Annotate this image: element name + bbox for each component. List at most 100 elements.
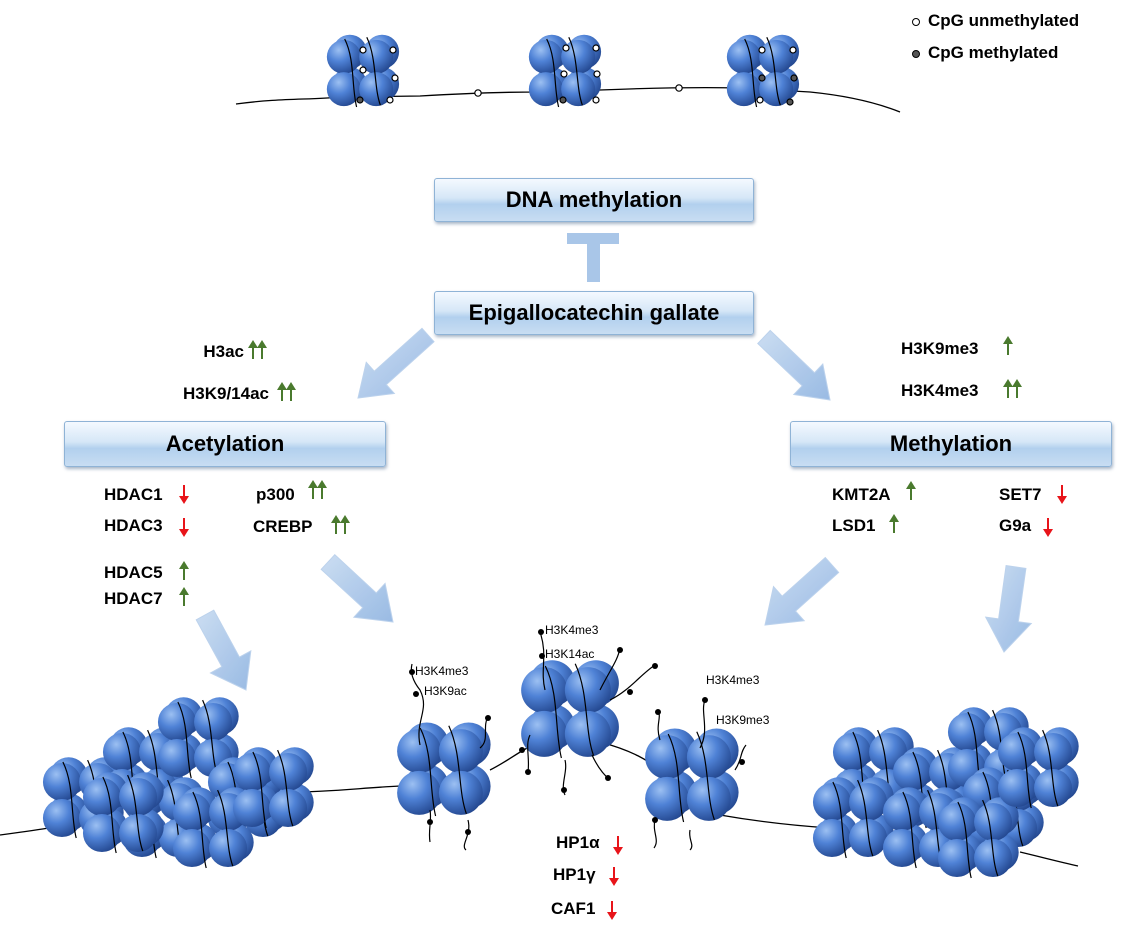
cpg-unmethylated-dot xyxy=(386,96,394,104)
down-arrow-head xyxy=(607,912,617,920)
histone-ball xyxy=(438,729,483,774)
dna-wrap xyxy=(902,791,917,869)
histone-tail xyxy=(539,631,546,691)
histone-ball xyxy=(947,712,986,751)
down-arrow-shaft xyxy=(183,518,185,530)
enzyme-hdac7: HDAC7 xyxy=(104,589,163,608)
level-indicators xyxy=(179,336,1067,920)
up-arrow-head xyxy=(331,515,341,523)
histone-ball xyxy=(812,819,851,858)
nucleosome-open-center xyxy=(521,660,619,759)
dna-wrap xyxy=(419,727,437,817)
indicator-p300-1 xyxy=(308,480,318,499)
methyl-mark-dot xyxy=(409,669,415,675)
indicator-h3k9-14ac-2 xyxy=(286,382,296,401)
nucleosome-compact-right xyxy=(812,777,894,859)
histone-ball xyxy=(564,710,611,757)
egcg-label: Epigallocatechin gallate xyxy=(468,300,720,325)
dna-wrap xyxy=(1042,729,1059,807)
dna-wrap xyxy=(574,663,595,756)
histone-ball xyxy=(172,792,211,831)
methyl-mark-dot xyxy=(702,697,708,703)
indicator-h3ac-1 xyxy=(248,340,258,359)
dna-methylation-box: DNA methylation xyxy=(434,178,754,222)
up-arrow-shaft xyxy=(910,488,912,500)
dna-wrap xyxy=(344,38,358,108)
methyl-mark-dot xyxy=(519,747,525,753)
methyl-mark-dot xyxy=(605,775,611,781)
nucleosome-compact-left xyxy=(232,747,314,829)
histone-ball xyxy=(82,814,121,853)
nucleosome-top-2 xyxy=(528,34,602,108)
enzyme-lsd1: LSD1 xyxy=(832,516,876,535)
down-arrow-head xyxy=(609,878,619,886)
dna-methylation-label: DNA methylation xyxy=(505,187,683,212)
indicator-h3ac-2 xyxy=(257,340,267,359)
cpg-unmethylated-dot xyxy=(756,96,764,104)
histone-tail xyxy=(734,744,747,771)
histone-ball xyxy=(359,72,394,107)
flow-arrow-acetylation-to-chromatin xyxy=(195,609,252,691)
egcg-box: Epigallocatechin gallate xyxy=(434,291,754,335)
up-arrow-shaft xyxy=(183,594,185,606)
dna-wrap xyxy=(832,781,847,859)
down-arrow-shaft xyxy=(1047,518,1049,530)
histone-ball xyxy=(232,789,271,828)
histone-ball xyxy=(232,752,271,791)
dna-wrap xyxy=(127,774,144,852)
histone-ball xyxy=(359,39,394,74)
up-arrow-shaft xyxy=(321,487,323,499)
cpg-unmethylated-dot xyxy=(389,46,397,54)
mark-h3k9me3: H3K9me3 xyxy=(901,339,979,358)
unmethylated-dot-icon xyxy=(912,17,920,26)
down-arrow-shaft xyxy=(617,836,619,848)
dna-wrap xyxy=(957,801,972,879)
histone-ball xyxy=(997,732,1036,771)
cpg-unmethylated-dot xyxy=(675,84,683,92)
methylation-box: Methylation xyxy=(790,421,1112,467)
indicator-crebp-2 xyxy=(340,515,350,534)
histone-ball xyxy=(1034,769,1073,808)
cpg-unmethylated-dot xyxy=(593,70,601,78)
down-arrow-head xyxy=(1043,529,1053,537)
histone-ball xyxy=(172,829,211,868)
histone-ball xyxy=(561,72,596,107)
histone-ball xyxy=(645,735,690,780)
cpg-unmethylated-dot xyxy=(359,66,367,74)
histone-ball xyxy=(269,789,308,828)
indicator-p300-2 xyxy=(317,480,327,499)
histone-ball xyxy=(269,752,308,791)
up-arrow-shaft xyxy=(1016,386,1018,398)
flow-arrow-methylation-to-open xyxy=(764,556,840,626)
up-arrow-head xyxy=(248,340,258,348)
down-arrow-head xyxy=(179,529,189,537)
dna-wrap xyxy=(667,733,685,823)
indicator-hdac3 xyxy=(179,518,189,537)
down-arrow-head xyxy=(613,847,623,855)
indicator-hdac5 xyxy=(179,561,189,580)
dna-wrap xyxy=(546,38,560,108)
histone-ball xyxy=(892,752,931,791)
dna-wrap xyxy=(766,37,781,106)
dna-wrap xyxy=(744,38,758,108)
histone-tail xyxy=(428,809,432,843)
histone-ball xyxy=(726,72,761,107)
up-arrow-head xyxy=(179,587,189,595)
indicator-g9a xyxy=(1043,518,1053,537)
histone-ball xyxy=(686,735,731,780)
up-arrow-shaft xyxy=(290,389,292,401)
down-arrow-head xyxy=(179,496,189,504)
histone-ball xyxy=(528,39,563,74)
dna-wrap xyxy=(102,776,117,854)
up-arrow-shaft xyxy=(335,522,337,534)
histone-ball xyxy=(119,777,158,816)
histone-ball xyxy=(521,710,568,757)
nucleosome-compact-left xyxy=(82,772,164,854)
dna-wrap xyxy=(696,731,715,821)
methyl-mark-dot xyxy=(538,629,544,635)
inhibition-bar xyxy=(567,233,619,244)
methyl-mark-dot xyxy=(465,829,471,835)
histone-ball xyxy=(119,814,158,853)
down-arrow-head xyxy=(1057,496,1067,504)
up-arrow-head xyxy=(1003,379,1013,387)
